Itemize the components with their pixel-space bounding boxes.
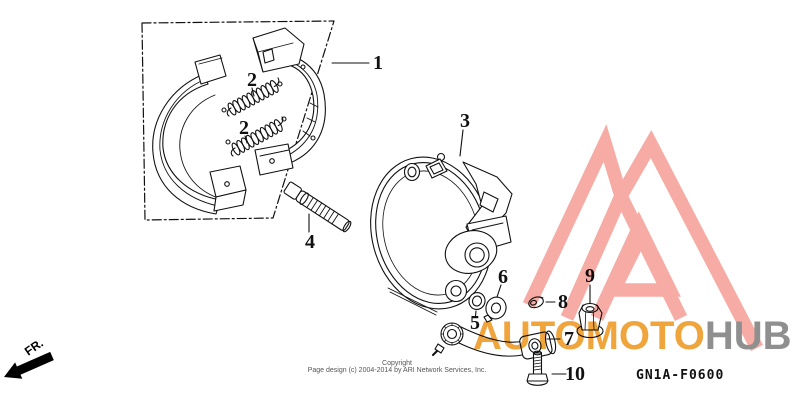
callout-2b[interactable]: 2 bbox=[239, 117, 249, 139]
callout-4[interactable]: 4 bbox=[305, 231, 315, 253]
callout-10[interactable]: 10 bbox=[565, 363, 585, 385]
copyright-block: Copyright Page design (c) 2004-2014 by A… bbox=[297, 360, 497, 375]
shoe-spring-upper bbox=[226, 77, 280, 117]
flange-nut bbox=[576, 302, 604, 339]
joint-pin bbox=[528, 296, 544, 309]
shoe-set-boundary-box bbox=[141, 20, 335, 221]
panel-grommet bbox=[403, 162, 421, 182]
diagram-code: GN1A-F0600 bbox=[636, 368, 725, 383]
tab-washer bbox=[483, 296, 507, 323]
callout-1[interactable]: 1 bbox=[373, 52, 383, 74]
callout-7[interactable]: 7 bbox=[564, 328, 574, 350]
brake-cam bbox=[283, 181, 352, 233]
panel-bracket-window bbox=[479, 191, 499, 213]
callout-5[interactable]: 5 bbox=[470, 312, 480, 334]
brake-shoe-right bbox=[252, 27, 326, 176]
callout-8[interactable]: 8 bbox=[558, 291, 568, 313]
brake-shoe-left bbox=[152, 54, 247, 215]
hex-bolt bbox=[526, 350, 549, 386]
panel-pivot-boss bbox=[444, 279, 468, 303]
callout-3[interactable]: 3 bbox=[460, 110, 470, 132]
callout-9[interactable]: 9 bbox=[585, 265, 595, 287]
callout-6[interactable]: 6 bbox=[498, 266, 508, 288]
dust-seal bbox=[468, 291, 486, 311]
shoe-spring-lower bbox=[230, 116, 284, 157]
callout-2a[interactable]: 2 bbox=[247, 69, 257, 91]
front-direction-arrow bbox=[4, 351, 54, 379]
copyright-line: Page design (c) 2004-2014 by ARI Network… bbox=[307, 367, 487, 375]
brake-panel bbox=[370, 152, 513, 316]
copyright-title: Copyright bbox=[382, 360, 412, 367]
